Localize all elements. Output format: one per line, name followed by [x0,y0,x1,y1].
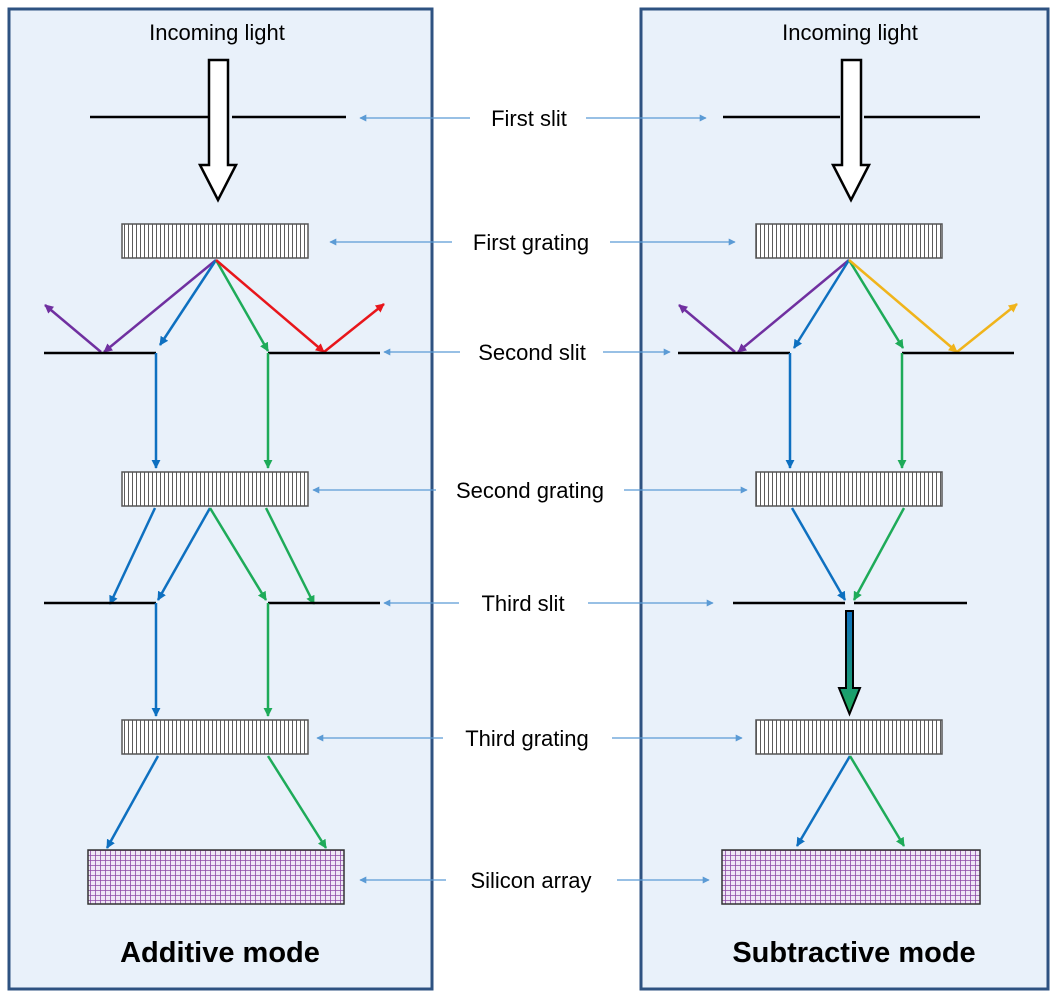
right-incoming-light-arrow [830,58,872,203]
left-third-grating [121,719,309,755]
right-second-slit-rays [785,353,907,469]
left-first-grating-rays [44,259,385,353]
right-third-grating-rays [795,755,906,847]
center-pointer-lines [312,114,748,884]
label-second-slit: Second slit [478,340,586,365]
right-silicon-array [721,849,981,905]
right-third-grating [755,719,943,755]
left-second-slit-rays [151,353,273,469]
left-third-grating-rays [105,755,328,849]
right-second-grating [755,471,943,507]
label-first-grating: First grating [473,230,589,255]
right-second-grating-rays [790,507,906,601]
label-third-slit: Third slit [481,591,564,616]
left-third-slit-rays [151,603,273,717]
right-mode-title: Subtractive mode [732,937,975,969]
right-first-grating [755,223,943,259]
left-incoming-light-arrow [197,58,239,203]
label-third-grating: Third grating [465,726,589,751]
left-second-grating [121,471,309,507]
left-second-grating-rays [108,507,316,605]
right-incoming-light-label: Incoming light [782,20,918,45]
left-mode-title: Additive mode [120,937,320,969]
label-first-slit: First slit [491,106,567,131]
label-second-grating: Second grating [456,478,604,503]
left-first-grating [121,223,309,259]
right-first-grating-rays [678,259,1018,353]
left-silicon-array [87,849,345,905]
left-incoming-light-label: Incoming light [149,20,285,45]
right-combined-light-arrow [837,610,862,717]
label-silicon-array: Silicon array [470,868,591,893]
